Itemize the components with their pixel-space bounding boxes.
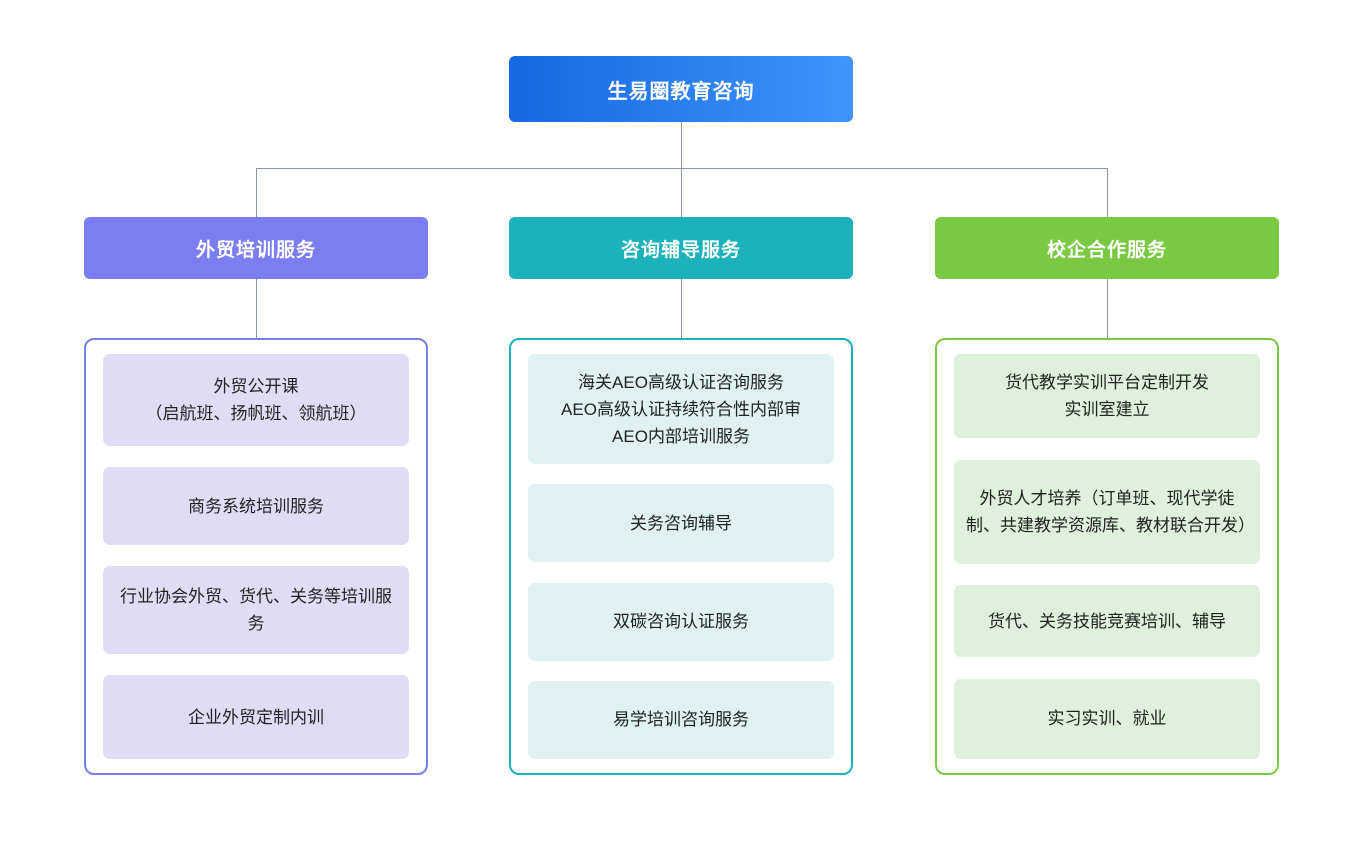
- root-node[interactable]: 生易圈教育咨询: [509, 56, 853, 122]
- leaf-item[interactable]: 外贸公开课 （启航班、扬帆班、领航班）: [103, 354, 409, 446]
- connector-drop-column-0: [256, 168, 257, 217]
- category-header-foreign-trade-training[interactable]: 外贸培训服务: [84, 217, 428, 279]
- leaf-item[interactable]: 货代、关务技能竞赛培训、辅导: [954, 585, 1260, 658]
- leaf-item[interactable]: 双碳咨询认证服务: [528, 582, 834, 661]
- leaf-item[interactable]: 商务系统培训服务: [103, 467, 409, 545]
- connector-drop-column-1: [681, 168, 682, 217]
- connector-root-stem: [681, 122, 682, 168]
- leaf-item[interactable]: 易学培训咨询服务: [528, 680, 834, 759]
- panel-consulting-tutoring: 海关AEO高级认证咨询服务 AEO高级认证持续符合性内部审 AEO内部培训服务 …: [509, 338, 853, 775]
- leaf-item[interactable]: 企业外贸定制内训: [103, 675, 409, 759]
- leaf-item[interactable]: 海关AEO高级认证咨询服务 AEO高级认证持续符合性内部审 AEO内部培训服务: [528, 354, 834, 464]
- root-node-label: 生易圈教育咨询: [607, 80, 755, 103]
- connector-header-panel-1: [681, 279, 682, 338]
- connector-header-panel-2: [1107, 279, 1108, 338]
- leaf-item[interactable]: 关务咨询辅导: [528, 484, 834, 563]
- category-header-label: 校企合作服务: [1046, 239, 1167, 261]
- leaf-item[interactable]: 货代教学实训平台定制开发 实训室建立: [954, 354, 1260, 438]
- category-header-school-enterprise-cooperation[interactable]: 校企合作服务: [935, 217, 1279, 279]
- category-header-label: 咨询辅导服务: [620, 239, 741, 261]
- leaf-item[interactable]: 外贸人才培养（订单班、现代学徒制、共建教学资源库、教材联合开发）: [954, 459, 1260, 564]
- category-header-consulting-tutoring[interactable]: 咨询辅导服务: [509, 217, 853, 279]
- panel-foreign-trade-training: 外贸公开课 （启航班、扬帆班、领航班） 商务系统培训服务 行业协会外贸、货代、关…: [84, 338, 428, 775]
- panel-school-enterprise-cooperation: 货代教学实训平台定制开发 实训室建立 外贸人才培养（订单班、现代学徒制、共建教学…: [935, 338, 1279, 775]
- connector-header-panel-0: [256, 279, 257, 338]
- connector-drop-column-2: [1107, 168, 1108, 217]
- leaf-item[interactable]: 实习实训、就业: [954, 678, 1260, 759]
- leaf-item[interactable]: 行业协会外贸、货代、关务等培训服务: [103, 566, 409, 654]
- category-header-label: 外贸培训服务: [195, 239, 316, 261]
